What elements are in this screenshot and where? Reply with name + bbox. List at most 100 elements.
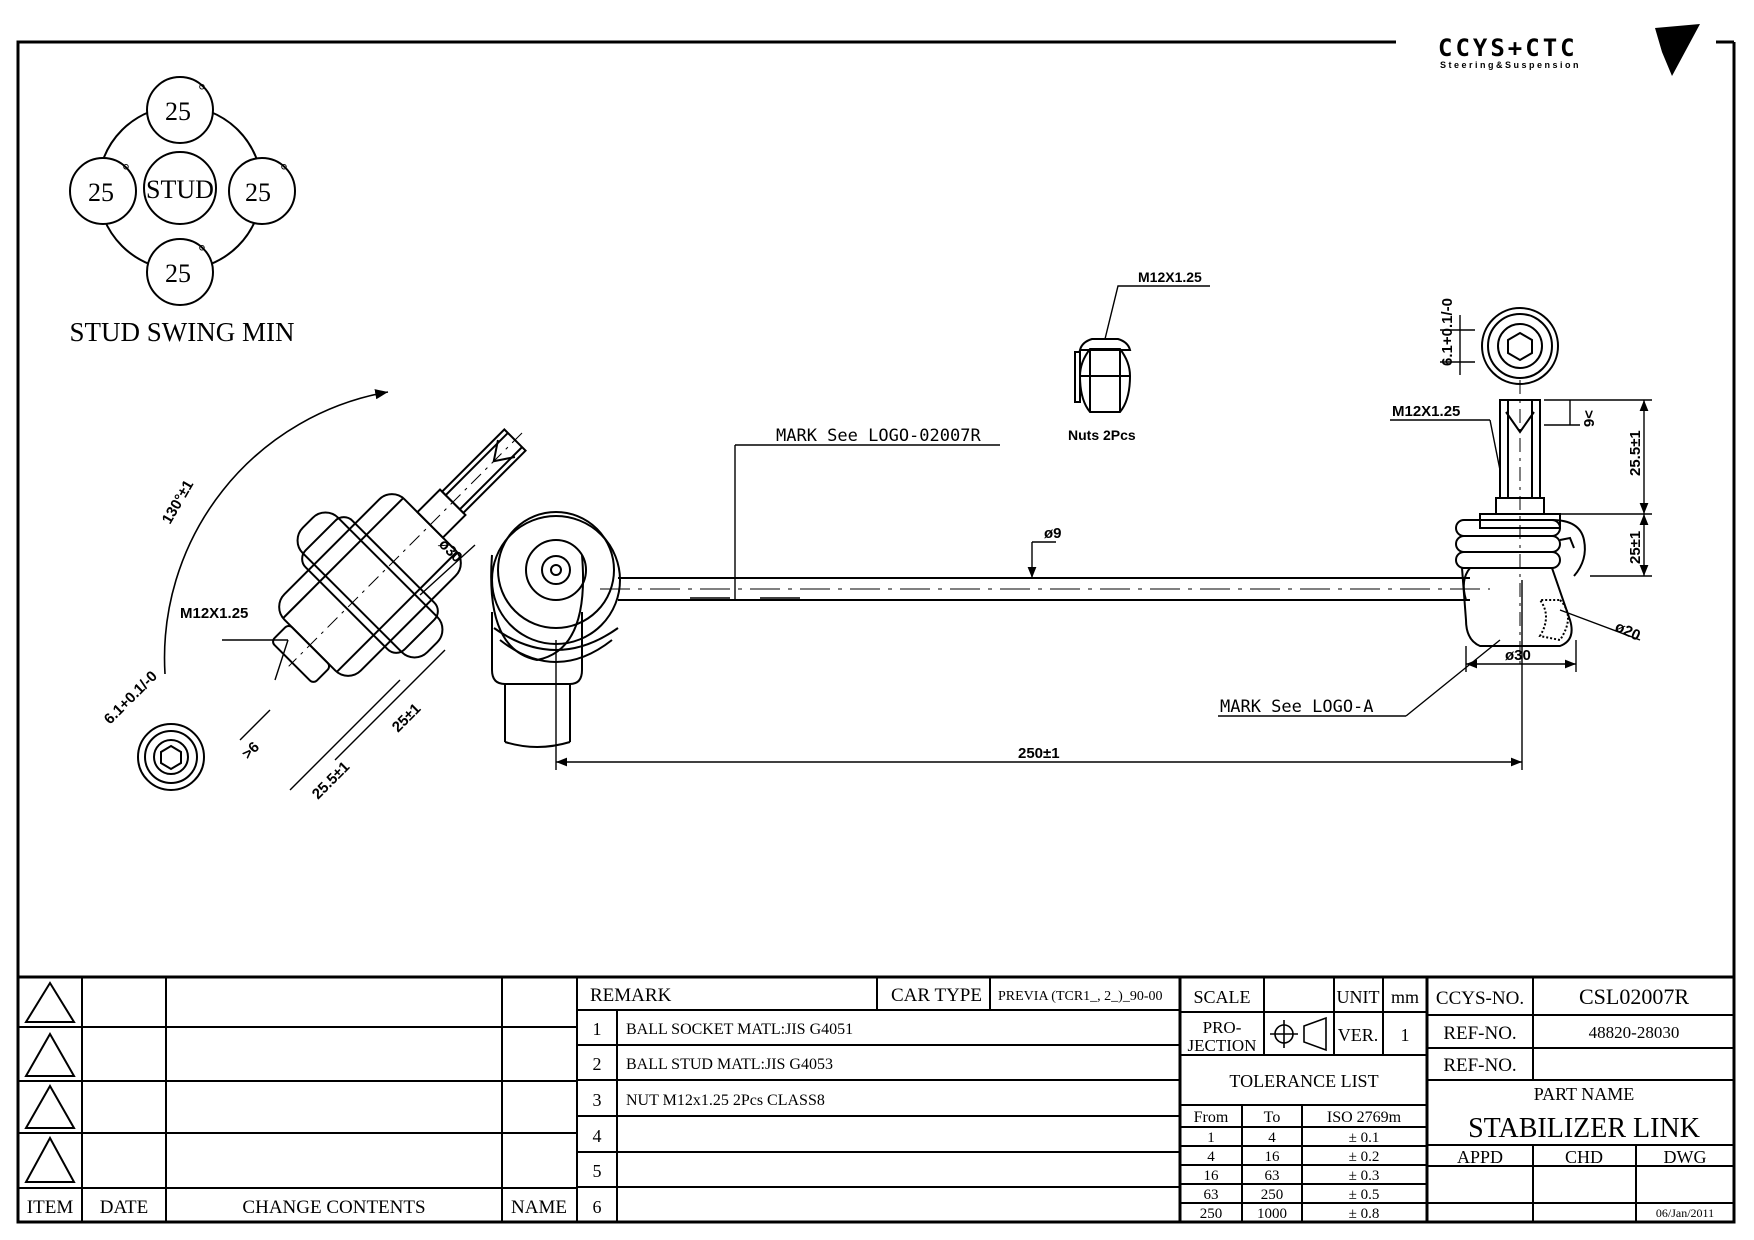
tolerance-from: 16 xyxy=(1204,1168,1220,1184)
right-dia20-label: ø20 xyxy=(1612,618,1643,644)
tolerance-from-header: From xyxy=(1194,1109,1229,1126)
unit-value: mm xyxy=(1391,987,1419,1007)
remark-no: 2 xyxy=(593,1054,602,1074)
stud-swing-diagram xyxy=(69,76,296,306)
unit-label: UNIT xyxy=(1337,987,1380,1007)
tolerance-from: 1 xyxy=(1207,1130,1215,1146)
right-dia30-label: ø30 xyxy=(1505,647,1531,664)
length-label: 250±1 xyxy=(1018,745,1060,762)
dwg-label: DWG xyxy=(1664,1147,1707,1167)
ccys-label: CCYS-NO. xyxy=(1436,988,1524,1009)
nut-view xyxy=(1074,285,1210,413)
nut-labels: M12X1.25 Nuts 2Pcs xyxy=(1068,269,1202,443)
tolerance-value: ± 0.8 xyxy=(1349,1206,1380,1222)
remark-text: NUT M12x1.25 2Pcs CLASS8 xyxy=(626,1092,825,1109)
car-type-label: CAR TYPE xyxy=(891,985,982,1006)
mark-right-label: MARK See LOGO-A xyxy=(1220,697,1374,717)
right-dim6-label: >6 xyxy=(1580,410,1597,427)
tolerance-to-header: To xyxy=(1264,1109,1281,1126)
left-dim25-label: 25±1 xyxy=(389,700,425,736)
right-hex-label: 6.1+0.1/-0 xyxy=(1439,298,1456,366)
ccys-number: CSL02007R xyxy=(1579,984,1689,1009)
swing-degree-mark: ° xyxy=(198,241,205,261)
chd-label: CHD xyxy=(1565,1147,1603,1167)
logo-brand: CCYS+CTC xyxy=(1438,34,1578,62)
remark-no: 4 xyxy=(593,1126,602,1146)
right-view-dimensions xyxy=(1390,315,1652,672)
right-dim255-label: 25.5±1 xyxy=(1627,430,1644,476)
remark-no: 1 xyxy=(593,1019,602,1039)
left-angle-label: 130°±1 xyxy=(159,477,198,527)
name-header: NAME xyxy=(511,1197,567,1218)
part-name-label: PART NAME xyxy=(1534,1084,1634,1104)
remark-no: 5 xyxy=(593,1161,602,1181)
ver-value: 1 xyxy=(1401,1025,1410,1045)
tolerance-to: 16 xyxy=(1265,1149,1281,1165)
left-thread-label: M12X1.25 xyxy=(180,605,248,622)
scale-label: SCALE xyxy=(1193,987,1250,1007)
right-dim25-label: 25±1 xyxy=(1627,531,1644,564)
part-info-section: CCYS-NO. CSL02007R REF-NO. 48820-28030 R… xyxy=(1436,984,1714,1220)
tolerance-to: 250 xyxy=(1261,1187,1284,1203)
right-view-labels: M12X1.25 >6 25.5±1 25±1 ø20 ø30 6.1+0.1/… xyxy=(1392,298,1644,664)
rod-dimensions xyxy=(555,444,1523,770)
ref-label: REF-NO. xyxy=(1443,1023,1516,1044)
revision-headers: ITEM DATE CHANGE CONTENTS NAME xyxy=(27,1197,567,1218)
logo-tagline: Steering&Suspension xyxy=(1440,60,1581,70)
nut-caption: Nuts 2Pcs xyxy=(1068,427,1136,443)
remark-no: 3 xyxy=(593,1090,602,1110)
tolerance-title: TOLERANCE LIST xyxy=(1229,1071,1378,1091)
left-dim6-label: >6 xyxy=(239,739,263,763)
sheet-border xyxy=(16,40,1736,1224)
right-thread-label: M12X1.25 xyxy=(1392,403,1460,420)
remark-label: REMARK xyxy=(590,985,672,1006)
swing-center-label: STUD xyxy=(146,175,214,204)
logo-mark-icon xyxy=(1655,24,1700,76)
tolerance-to: 1000 xyxy=(1257,1206,1287,1222)
tolerance-iso-header: ISO 2769m xyxy=(1327,1109,1402,1126)
remark-text: BALL SOCKET MATL:JIS G4051 xyxy=(626,1021,853,1038)
ref-label: REF-NO. xyxy=(1443,1055,1516,1076)
change-contents-header: CHANGE CONTENTS xyxy=(242,1197,425,1218)
date-header: DATE xyxy=(100,1197,149,1218)
projection-label-2: JECTION xyxy=(1188,1036,1257,1055)
swing-top-value: 25 xyxy=(165,97,191,126)
swing-caption: STUD SWING MIN xyxy=(70,317,295,347)
remark-section: REMARK CAR TYPE PREVIA (TCR1_, 2_)_90-00… xyxy=(590,985,1163,1217)
projection-label-1: PRO- xyxy=(1203,1018,1242,1037)
ver-label: VER. xyxy=(1338,1025,1379,1045)
left-ball-joint-view xyxy=(137,389,527,791)
swing-bottom-value: 25 xyxy=(165,259,191,288)
ref-number: 48820-28030 xyxy=(1589,1023,1680,1042)
tolerance-from: 63 xyxy=(1204,1187,1219,1203)
nut-thread-label: M12X1.25 xyxy=(1138,269,1202,285)
swing-left-value: 25 xyxy=(88,178,114,207)
remark-no: 6 xyxy=(593,1197,602,1217)
tolerance-to: 63 xyxy=(1265,1168,1280,1184)
drawing-date: 06/Jan/2011 xyxy=(1656,1206,1714,1220)
remark-text: BALL STUD MATL:JIS G4053 xyxy=(626,1056,833,1073)
swing-degree-mark: ° xyxy=(280,160,287,180)
tolerance-to: 4 xyxy=(1268,1130,1276,1146)
tolerance-value: ± 0.3 xyxy=(1349,1168,1380,1184)
company-logo: CCYS+CTC Steering&Suspension xyxy=(1438,24,1700,76)
title-block-grid xyxy=(18,975,1734,1222)
rod xyxy=(600,577,1490,601)
rod-labels: ø9 250±1 MARK See LOGO-02007R MARK See L… xyxy=(776,426,1374,762)
tolerance-from: 250 xyxy=(1200,1206,1223,1222)
car-type-value: PREVIA (TCR1_, 2_)_90-00 xyxy=(998,989,1163,1004)
appd-label: APPD xyxy=(1457,1147,1503,1167)
part-name: STABILIZER LINK xyxy=(1468,1113,1700,1144)
swing-degree-mark: ° xyxy=(122,160,129,180)
projection-symbol-icon xyxy=(1270,1016,1327,1052)
tolerance-value: ± 0.1 xyxy=(1349,1130,1380,1146)
tolerance-from: 4 xyxy=(1207,1149,1215,1165)
swing-right-value: 25 xyxy=(245,178,271,207)
left-hex-label: 6.1+0.1/-0 xyxy=(101,668,161,728)
swing-degree-mark: ° xyxy=(198,80,205,100)
stud-swing-labels: 25 25 STUD 25 25 ° ° ° ° STUD SWING MIN xyxy=(70,80,295,347)
item-header: ITEM xyxy=(27,1197,74,1218)
rod-dia-label: ø9 xyxy=(1044,525,1062,542)
mark-left-label: MARK See LOGO-02007R xyxy=(776,426,981,446)
